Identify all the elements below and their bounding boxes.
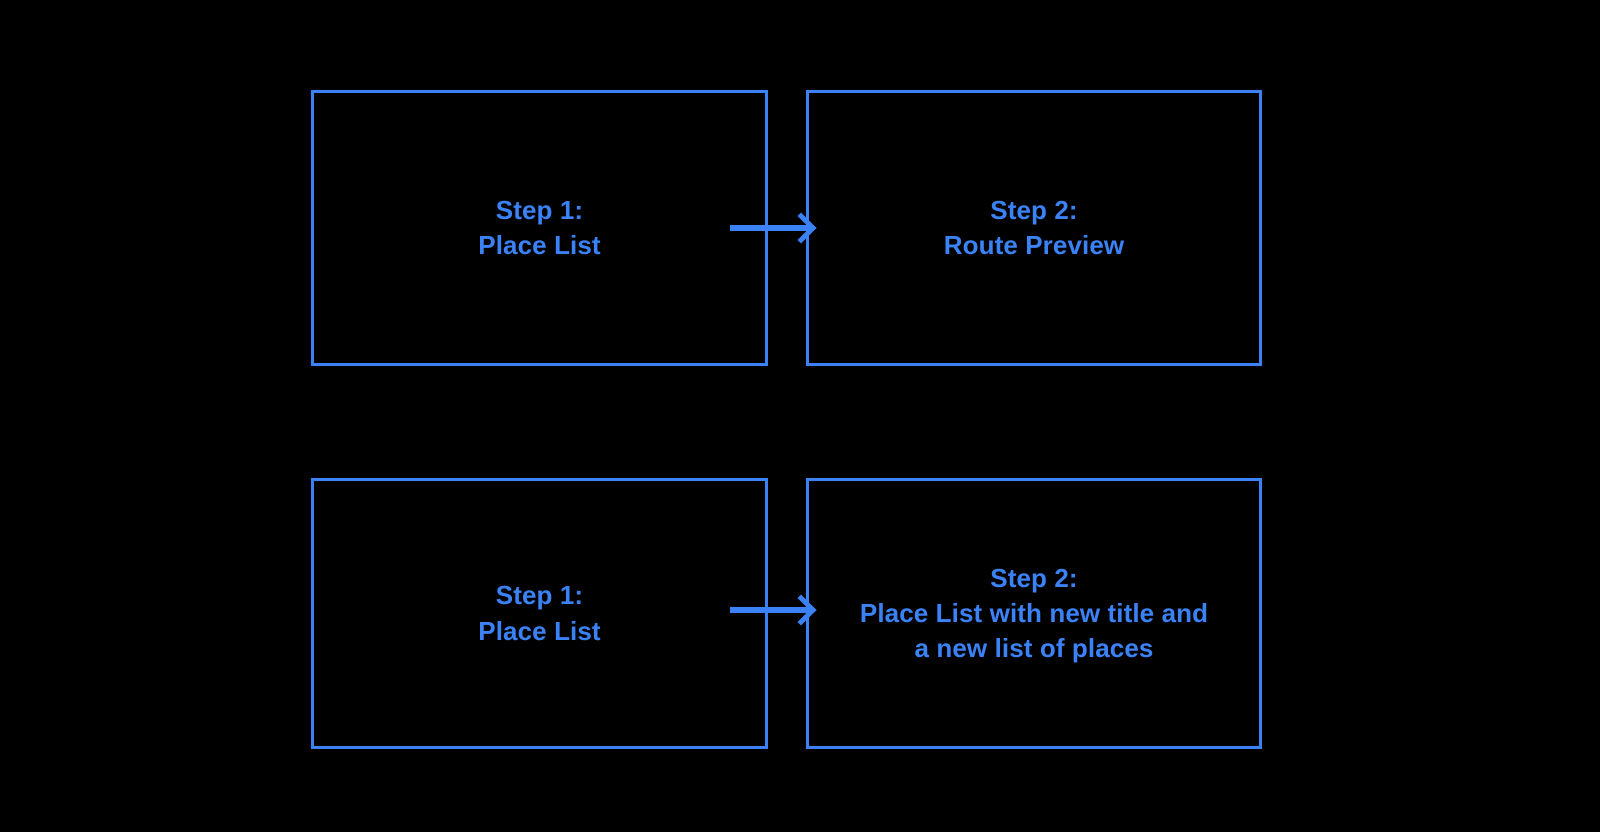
arrow-line bbox=[730, 225, 810, 231]
step-box-step-1-place-list[interactable]: Step 1: Place List bbox=[311, 478, 768, 749]
step-box-label: Step 2: Place List with new title and a … bbox=[859, 562, 1209, 664]
flow-connector-arrow bbox=[730, 208, 817, 248]
flow-row-new-place-list: Step 1: Place List Step 2: Place List wi… bbox=[0, 478, 1600, 749]
step-box-step-2-route-preview[interactable]: Step 2: Route Preview bbox=[806, 90, 1262, 366]
flow-row-route-preview: Step 1: Place List Step 2: Route Preview bbox=[0, 90, 1600, 366]
step-box-step-1-place-list[interactable]: Step 1: Place List bbox=[311, 90, 768, 366]
step-box-label: Step 1: Place List bbox=[478, 194, 601, 260]
arrow-line bbox=[730, 607, 810, 613]
step-box-label: Step 2: Route Preview bbox=[943, 194, 1125, 260]
step-box-step-2-new-place-list[interactable]: Step 2: Place List with new title and a … bbox=[806, 478, 1262, 749]
step-box-label: Step 1: Place List bbox=[478, 580, 601, 646]
flow-connector-arrow bbox=[730, 590, 817, 630]
